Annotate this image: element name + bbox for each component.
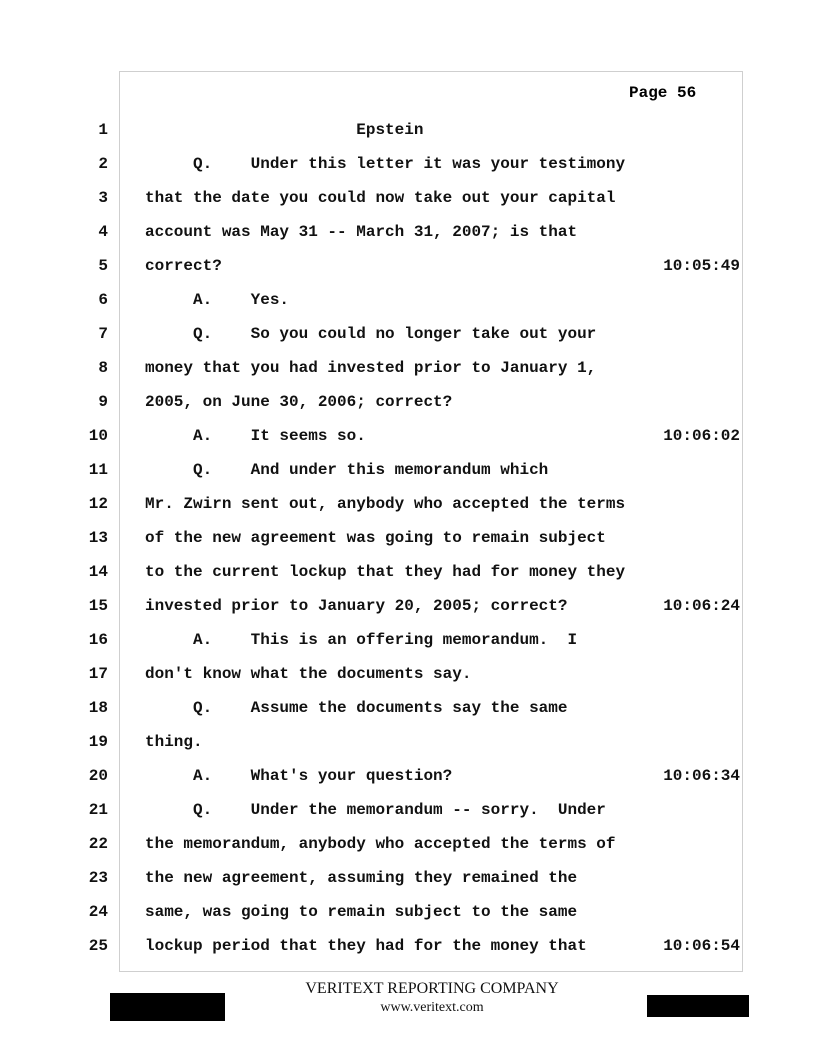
transcript-line: 17 don't know what the documents say. [0,664,816,684]
line-number: 2 [98,155,108,173]
line-number: 5 [98,257,108,275]
transcript-line: 25 lockup period that they had for the mo… [0,936,816,956]
line-text: that the date you could now take out you… [145,189,616,207]
line-text: Q. And under this memorandum which [145,461,549,479]
line-text: the memorandum, anybody who accepted the… [145,835,616,853]
line-number: 17 [88,665,108,683]
line-text: A. What's your question? [145,767,453,785]
timestamp: 10:06:02 [663,427,740,445]
transcript-line: 24 same, was going to remain subject to t… [0,902,816,922]
transcript-line: 14 to the current lockup that they had fo… [0,562,816,582]
line-number: 10 [88,427,108,445]
line-number: 3 [98,189,108,207]
transcript-line: 19 thing. [0,732,816,752]
line-number: 15 [88,597,108,615]
line-number: 13 [88,529,108,547]
line-text: to the current lockup that they had for … [145,563,626,581]
footer-website: www.veritext.com [380,1000,484,1015]
line-number: 16 [88,631,108,649]
transcript-line: 1 Epstein [0,120,816,140]
redaction-box-right [647,995,749,1017]
line-number: 14 [88,563,108,581]
line-number: 19 [88,733,108,751]
line-text: Epstein [145,121,424,139]
timestamp: 10:06:24 [663,597,740,615]
transcript-line: 16 A. This is an offering memorandum. I [0,630,816,650]
transcript-line: 5 correct? 10:05:49 [0,256,816,276]
transcript-line: 11 Q. And under this memorandum which [0,460,816,480]
line-text: thing. [145,733,203,751]
transcript-line: 2 Q. Under this letter it was your testi… [0,154,816,174]
line-number: 23 [88,869,108,887]
transcript-line: 7 Q. So you could no longer take out you… [0,324,816,344]
timestamp: 10:06:34 [663,767,740,785]
line-number: 9 [98,393,108,411]
transcript-line: 18 Q. Assume the documents say the same [0,698,816,718]
transcript-line: 12 Mr. Zwirn sent out, anybody who accept… [0,494,816,514]
line-text: Q. So you could no longer take out your [145,325,597,343]
line-number: 24 [88,903,108,921]
timestamp: 10:05:49 [663,257,740,275]
line-number: 21 [88,801,108,819]
line-number: 22 [88,835,108,853]
transcript-line: 9 2005, on June 30, 2006; correct? [0,392,816,412]
footer-company: VERITEXT REPORTING COMPANY [305,980,559,997]
line-text: 2005, on June 30, 2006; correct? [145,393,453,411]
transcript-line: 20 A. What's your question? 10:06:34 [0,766,816,786]
transcript-line: 8 money that you had invested prior to Ja… [0,358,816,378]
line-text: A. It seems so. [145,427,366,445]
transcript-line: 21 Q. Under the memorandum -- sorry. Und… [0,800,816,820]
line-text: same, was going to remain subject to the… [145,903,578,921]
transcript-line: 15 invested prior to January 20, 2005; co… [0,596,816,616]
transcript-line: 4 account was May 31 -- March 31, 2007; i… [0,222,816,242]
line-number: 6 [98,291,108,309]
line-number: 8 [98,359,108,377]
line-text: don't know what the documents say. [145,665,472,683]
transcript-frame [119,71,743,972]
line-number: 18 [88,699,108,717]
line-text: of the new agreement was going to remain… [145,529,606,547]
line-text: A. This is an offering memorandum. I [145,631,578,649]
line-text: A. Yes. [145,291,290,309]
transcript-line: 3 that the date you could now take out yo… [0,188,816,208]
transcript-line: 22 the memorandum, anybody who accepted t… [0,834,816,854]
line-number: 4 [98,223,108,241]
line-text: invested prior to January 20, 2005; corr… [145,597,568,615]
transcript-line: 10 A. It seems so. 10:06:02 [0,426,816,446]
line-text: account was May 31 -- March 31, 2007; is… [145,223,578,241]
line-number: 12 [88,495,108,513]
line-text: Q. Under the memorandum -- sorry. Under [145,801,606,819]
line-text: money that you had invested prior to Jan… [145,359,597,377]
line-text: correct? [145,257,222,275]
line-number: 1 [98,121,108,139]
line-text: lockup period that they had for the mone… [145,937,587,955]
line-number: 25 [88,937,108,955]
transcript-line: 23 the new agreement, assuming they remai… [0,868,816,888]
line-number: 11 [88,461,108,479]
line-number: 20 [88,767,108,785]
redaction-box-left [110,993,225,1021]
line-text: Q. Assume the documents say the same [145,699,568,717]
timestamp: 10:06:54 [663,937,740,955]
transcript-line: 6 A. Yes. [0,290,816,310]
line-text: Mr. Zwirn sent out, anybody who accepted… [145,495,626,513]
line-number: 7 [98,325,108,343]
line-text: Q. Under this letter it was your testimo… [145,155,626,173]
transcript-line: 13 of the new agreement was going to rema… [0,528,816,548]
page-number: Page 56 [629,84,697,102]
line-text: the new agreement, assuming they remaine… [145,869,578,887]
